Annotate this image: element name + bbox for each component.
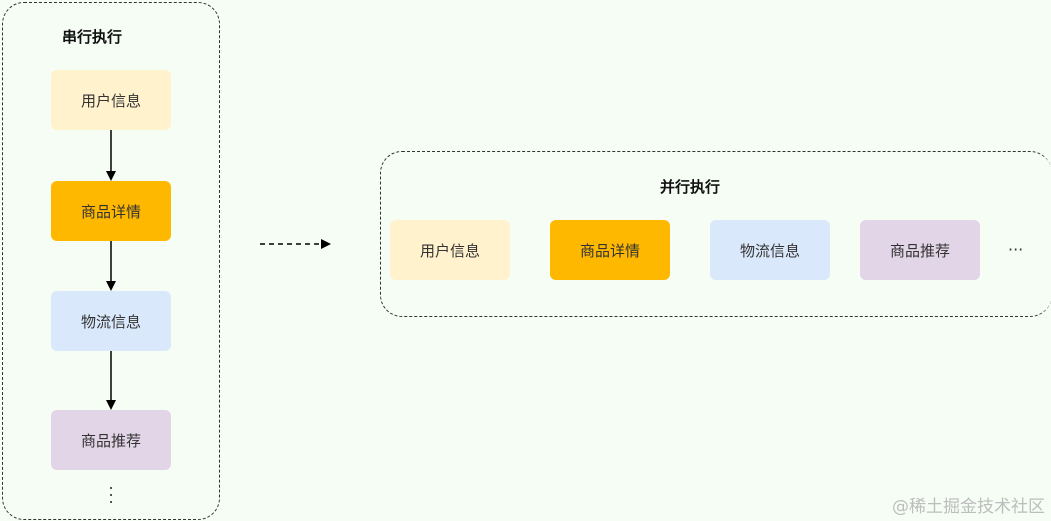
- serial-step-user-info: 用户信息: [51, 70, 171, 130]
- watermark: @稀土掘金技术社区: [892, 497, 1045, 517]
- serial-group: [2, 2, 220, 520]
- serial-step-product-detail: 商品详情: [51, 181, 171, 241]
- serial-ellipsis: ...: [108, 474, 114, 507]
- parallel-ellipsis: ···: [1008, 240, 1024, 259]
- parallel-task-user-info: 用户信息: [390, 220, 510, 280]
- serial-step-product-recommend: 商品推荐: [51, 410, 171, 470]
- parallel-task-product-detail: 商品详情: [550, 220, 670, 280]
- serial-step-logistics-info: 物流信息: [51, 291, 171, 351]
- parallel-task-product-recommend: 商品推荐: [860, 220, 980, 280]
- parallel-title: 并行执行: [660, 178, 721, 196]
- parallel-task-logistics-info: 物流信息: [710, 220, 830, 280]
- parallel-group: [380, 151, 1051, 317]
- serial-title: 串行执行: [62, 28, 123, 46]
